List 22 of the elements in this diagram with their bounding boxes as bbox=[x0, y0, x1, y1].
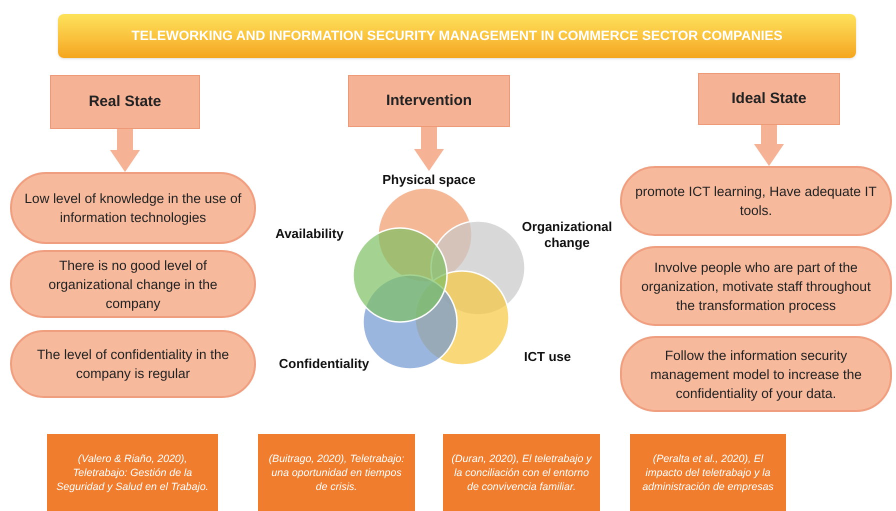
callout-box: Real State bbox=[50, 75, 200, 129]
callout-box: Ideal State bbox=[698, 73, 840, 125]
callout-box: Intervention bbox=[348, 75, 510, 127]
venn-label: ICT use bbox=[523, 349, 572, 365]
reference-box: (Peralta et al., 2020), El impacto del teletrabajo y la administración de empresas bbox=[630, 434, 786, 511]
down-arrow bbox=[754, 125, 784, 166]
rounded-box: The level of confidentiality in the company is regular bbox=[10, 330, 256, 398]
rounded-box: promote ICT learning, Have adequate IT tools. bbox=[620, 166, 892, 236]
rounded-box: Low level of knowledge in the use of information technologies bbox=[10, 172, 256, 244]
venn-label: Physical space bbox=[379, 171, 479, 189]
down-arrow bbox=[110, 129, 140, 172]
venn-label: Availability bbox=[274, 226, 345, 242]
rounded-box: Involve people who are part of the organization, motivate staff throughout the transformation process bbox=[620, 246, 892, 326]
venn-label: Confidentiality bbox=[278, 356, 370, 372]
rounded-box: There is no good level of organizational change in the company bbox=[10, 250, 256, 318]
reference-box: (Buitrago, 2020), Teletrabajo: una oportunidad en tiempos de crisis. bbox=[258, 434, 415, 511]
rounded-box: Follow the information security management model to increase the confidentiality of your data. bbox=[620, 336, 892, 412]
title-banner: TELEWORKING AND INFORMATION SECURITY MANAGEMENT IN COMMERCE SECTOR COMPANIES bbox=[58, 14, 856, 58]
reference-box: (Duran, 2020), El teletrabajo y la conciliación con el entorno de convivencia familiar. bbox=[443, 434, 600, 511]
down-arrow bbox=[414, 127, 444, 171]
reference-box: (Valero & Riaño, 2020), Teletrabajo: Gestión de la Seguridad y Salud en el Trabajo. bbox=[47, 434, 218, 511]
venn-label: Organizational change bbox=[520, 219, 614, 251]
